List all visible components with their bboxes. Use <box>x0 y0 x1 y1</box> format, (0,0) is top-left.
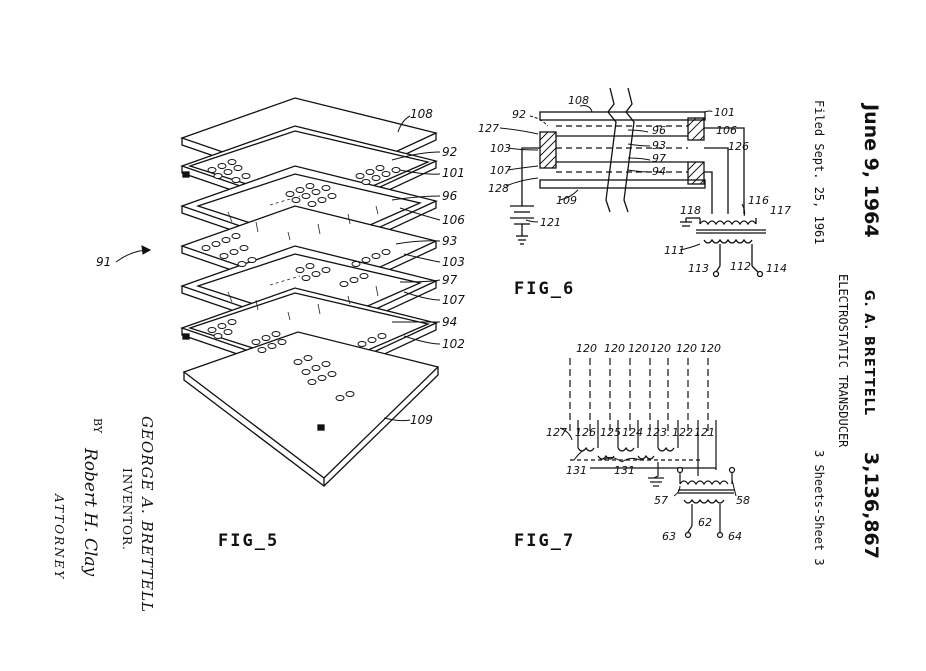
ref-111: 111 <box>664 244 685 257</box>
ref-57: 57 <box>654 494 668 507</box>
inventor-role: INVENTOR. <box>120 468 134 551</box>
ref-121: 121 <box>540 216 561 229</box>
ref-101: 101 <box>714 106 735 119</box>
ref-114: 114 <box>766 262 787 275</box>
ref-108: 108 <box>568 94 589 107</box>
ref-128: 128 <box>488 182 509 195</box>
attorney-signature: Robert H. Clay <box>80 448 100 577</box>
attorney-role: ATTORNEY <box>52 494 66 581</box>
ref-107: 107 <box>490 164 511 177</box>
fig6-hatch <box>539 117 705 185</box>
patent-title: ELECTROSTATIC TRANSDUCER <box>836 274 850 448</box>
ref-116: 116 <box>748 194 769 207</box>
ref-58: 58 <box>736 494 750 507</box>
fig5-leaders <box>115 115 441 422</box>
ref-131: 131 <box>566 464 587 477</box>
ref-117: 117 <box>770 204 791 217</box>
ref-126: 126 <box>575 426 596 439</box>
ref-109: 109 <box>556 194 577 207</box>
ref-124: 124 <box>622 426 643 439</box>
perforation-holes <box>201 159 401 401</box>
fig5-caption: FIG_5 <box>218 531 279 551</box>
ref-120: 120 <box>650 342 671 355</box>
ref-109: 109 <box>410 413 433 427</box>
ref-106: 106 <box>716 124 737 137</box>
sheet-count: 3 Sheets-Sheet 3 <box>812 450 826 566</box>
patent-number: 3,136,867 <box>860 452 882 559</box>
fig6-caption: FIG_6 <box>514 279 575 299</box>
ref-123: 123 <box>646 426 667 439</box>
film-hatching <box>227 195 379 321</box>
ref-127: 127 <box>478 122 499 135</box>
ref-120: 120 <box>604 342 625 355</box>
ref-125: 125 <box>600 426 621 439</box>
ref-97: 97 <box>652 152 666 165</box>
ref-64: 64 <box>728 530 742 543</box>
ref-131: 131 <box>614 464 635 477</box>
ref-103: 103 <box>490 142 511 155</box>
ref-92: 92 <box>512 108 526 121</box>
ref-92: 92 <box>442 145 457 159</box>
ref-94: 94 <box>652 165 666 178</box>
plate-109 <box>182 331 440 487</box>
fig7-circuit <box>569 358 736 539</box>
patent-date: June 9, 1964 <box>860 104 882 238</box>
ref-120: 120 <box>700 342 721 355</box>
ref-93: 93 <box>442 234 457 248</box>
ref-91: 91 <box>96 255 111 269</box>
ref-103: 103 <box>442 255 465 269</box>
ref-96: 96 <box>652 124 666 137</box>
ref-107: 107 <box>442 293 465 307</box>
ref-62: 62 <box>698 516 712 529</box>
ref-126: 126 <box>728 140 749 153</box>
ref-122: 122 <box>672 426 693 439</box>
ref-93: 93 <box>652 139 666 152</box>
fig7-caption: FIG_7 <box>514 531 575 551</box>
ref-101: 101 <box>442 166 465 180</box>
ref-102: 102 <box>442 337 465 351</box>
ref-63: 63 <box>662 530 676 543</box>
fig7-leaders <box>559 427 737 497</box>
ref-121: 121 <box>694 426 715 439</box>
ref-127: 127 <box>546 426 567 439</box>
inventor-name-header: G. A. BRETTELL <box>861 290 876 417</box>
inventor-signature-name: GEORGE A. BRETTELL <box>138 416 156 614</box>
ref-120: 120 <box>576 342 597 355</box>
ref-106: 106 <box>442 213 465 227</box>
ref-112: 112 <box>730 260 751 273</box>
fig6-leaders <box>499 105 746 251</box>
by-label: BY <box>91 418 104 434</box>
ref-120: 120 <box>676 342 697 355</box>
ref-113: 113 <box>688 262 709 275</box>
filed-date: Filed Sept. 25, 1961 <box>812 100 826 245</box>
ref-118: 118 <box>680 204 701 217</box>
fig5-exploded-stack <box>180 97 440 487</box>
ref-120: 120 <box>628 342 649 355</box>
ref-97: 97 <box>442 273 458 287</box>
ref-108: 108 <box>410 107 433 121</box>
ref-96: 96 <box>442 189 458 203</box>
ref-94: 94 <box>442 315 457 329</box>
